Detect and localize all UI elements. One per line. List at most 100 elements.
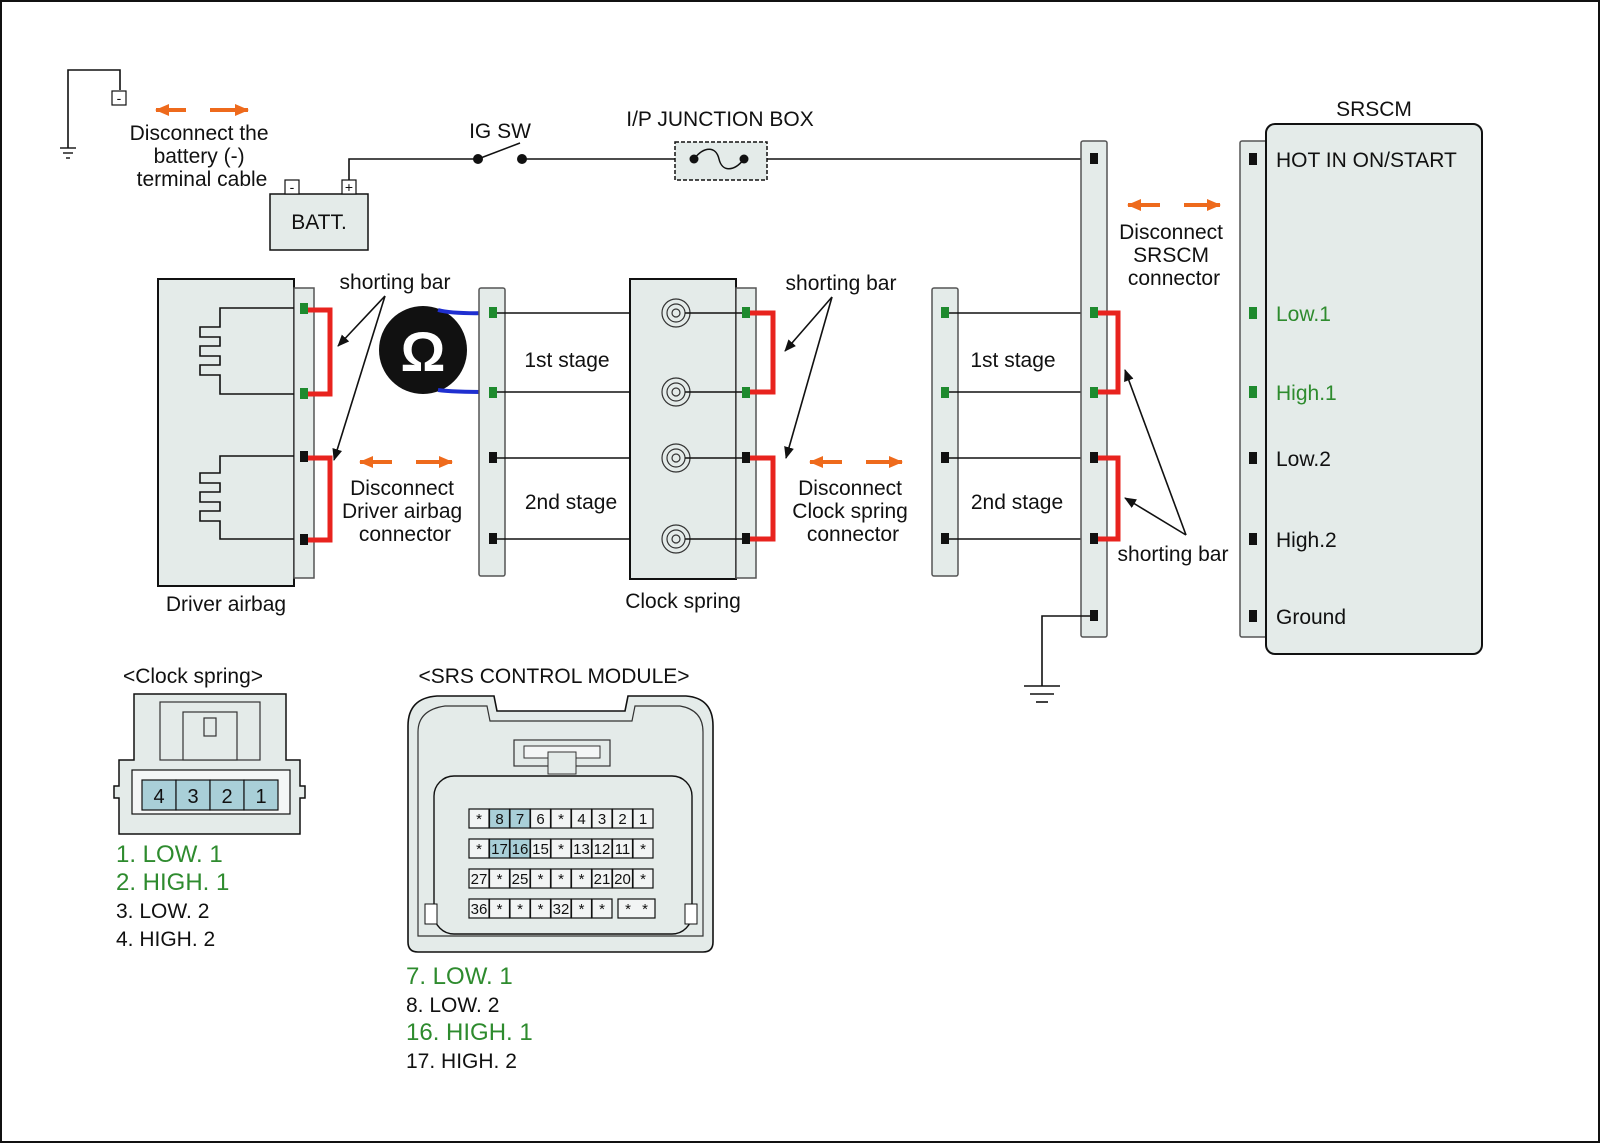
battery-label: BATT. <box>291 211 347 234</box>
srs-module-legend: 7. LOW. 18. LOW. 216. HIGH. 117. HIGH. 2 <box>406 963 533 1073</box>
clock-spring-pin <box>141 779 177 811</box>
ig-switch: IG SW <box>469 120 531 164</box>
stage2-right-label: 2nd stage <box>971 491 1063 514</box>
clock-spring-legend-item: 4. HIGH. 2 <box>116 928 215 951</box>
srs-pin-number: 13 <box>573 841 590 858</box>
shorting-bar-driver-2 <box>308 455 333 543</box>
srscm-pin-marker <box>1249 610 1257 622</box>
srscm-pin-marker <box>1249 533 1257 545</box>
clock-spring-pin <box>209 779 245 811</box>
srs-pin-number: * <box>579 871 585 888</box>
srs-pin-number: 4 <box>577 811 585 828</box>
disconnect-srscm-text: Disconnect SRSCM connector <box>1119 221 1229 290</box>
srscm-pin-label: Low.1 <box>1276 303 1331 326</box>
ig-sw-label: IG SW <box>469 120 531 143</box>
shorting-bar-right-label: shorting bar <box>1118 543 1229 566</box>
pointer-right-1 <box>1124 369 1187 536</box>
clock-spring-pin <box>243 779 279 811</box>
clock-spring-pin-number: 1 <box>255 786 266 808</box>
srs-pin-number: * <box>476 811 482 828</box>
srscm-module: SRSCM HOT IN ON/START Low.1High.1Low.2Hig… <box>1239 98 1483 655</box>
ohm-symbol: Ω <box>401 320 446 383</box>
ground-minus-sign: - <box>117 90 122 106</box>
shorting-bar-clock-2 <box>750 455 776 542</box>
srs-pin-number: 27 <box>471 871 488 888</box>
stage1-left-label: 1st stage <box>524 349 609 372</box>
srs-pin-number: * <box>538 901 544 918</box>
shorting-bar-mid-label: shorting bar <box>786 272 897 295</box>
shorting-bar-left-label: shorting bar <box>340 271 451 294</box>
battery: - + BATT. <box>269 179 369 251</box>
srscm-pin-label: Low.2 <box>1276 448 1331 471</box>
driver-airbag-label: Driver airbag <box>166 593 286 616</box>
srs-module-legend-item: 7. LOW. 1 <box>406 963 513 990</box>
shorting-bar-srscm-2 <box>1098 455 1121 542</box>
pointer-left-2 <box>332 295 386 461</box>
srs-pin-number: * <box>558 871 564 888</box>
srs-pin-number: * <box>517 901 523 918</box>
battery-ground: - <box>60 69 127 159</box>
srs-pin-cell-extra <box>617 898 656 919</box>
srs-pin-cell <box>591 898 613 919</box>
srscm-ground <box>1024 615 1090 703</box>
pointer-mid-2 <box>784 296 833 459</box>
srscm-title: SRSCM <box>1336 98 1412 121</box>
ohmmeter: Ω <box>379 306 491 394</box>
srscm-pin-label: HOT IN ON/START <box>1276 149 1457 172</box>
srs-pin-number: 32 <box>553 901 570 918</box>
srs-pin-number: * <box>497 871 503 888</box>
srs-pin-number: 1 <box>639 811 647 828</box>
srs-pin-number: * <box>558 841 564 858</box>
harness-connector-right <box>931 287 959 577</box>
srs-module-legend-item: 17. HIGH. 2 <box>406 1050 517 1073</box>
clock-spring-label: Clock spring <box>625 590 741 613</box>
srs-pin-number: * <box>640 841 646 858</box>
stage1-right-label: 1st stage <box>970 349 1055 372</box>
harness-connector-left <box>478 287 506 577</box>
srs-pin-number: 3 <box>598 811 606 828</box>
srs-pin-number: 20 <box>614 871 631 888</box>
srs-pin-cell <box>632 838 654 859</box>
clock-spring-connector-face: 4 3 2 1 <box>113 693 306 835</box>
srs-pin-number: * <box>497 901 503 918</box>
shorting-bar-clock-1 <box>750 310 776 395</box>
srs-pin-number: * <box>579 901 585 918</box>
shorting-bar-srscm-1 <box>1098 310 1121 395</box>
srscm-pin-label: High.2 <box>1276 529 1337 552</box>
battery-minus: - <box>290 179 295 195</box>
shorting-bar-driver-1 <box>308 307 333 397</box>
srs-pin-number: 21 <box>594 871 611 888</box>
stage2-left-label: 2nd stage <box>525 491 617 514</box>
srscm-pin-marker <box>1249 307 1257 319</box>
srscm-pin-label: Ground <box>1276 606 1346 629</box>
clock-spring: Clock spring <box>625 278 757 613</box>
srs-pin-number: 15 <box>532 841 549 858</box>
srs-pin-number: 25 <box>512 871 529 888</box>
clock-spring-pin-number: 2 <box>221 786 232 808</box>
srs-pin-number: 16 <box>512 841 529 858</box>
ip-junction-box: I/P JUNCTION BOX <box>626 108 814 181</box>
clock-spring-legend-item: 1. LOW. 1 <box>116 841 223 868</box>
srs-pin-number: 6 <box>536 811 544 828</box>
srs-pin-number: * <box>599 901 605 918</box>
pointer-right-2 <box>1124 497 1187 536</box>
srs-module-heading: <SRS CONTROL MODULE> <box>418 665 689 688</box>
srs-pin-number: 7 <box>516 811 524 828</box>
disconnect-clock-text: Disconnect Clock spring connector <box>792 477 913 546</box>
disconnect-battery-text: Disconnect the battery (-) terminal cabl… <box>130 122 275 191</box>
srs-pin-number: * <box>538 871 544 888</box>
srs-pin-number: * <box>558 811 564 828</box>
srscm-pin-label: High.1 <box>1276 382 1337 405</box>
clock-spring-legend-item: 3. LOW. 2 <box>116 900 209 923</box>
srscm-pin-list: HOT IN ON/START Low.1High.1Low.2High.2Gro… <box>1249 149 1457 629</box>
driver-airbag: Driver airbag <box>157 278 315 616</box>
clock-spring-pin-number: 3 <box>187 786 198 808</box>
battery-plus: + <box>345 179 353 195</box>
srs-pin-number: 2 <box>618 811 626 828</box>
srs-pin-number: 8 <box>495 811 503 828</box>
clock-spring-pin-number: 4 <box>153 786 164 808</box>
srs-pin-number: * <box>640 871 646 888</box>
srs-pin-cell <box>632 868 654 889</box>
